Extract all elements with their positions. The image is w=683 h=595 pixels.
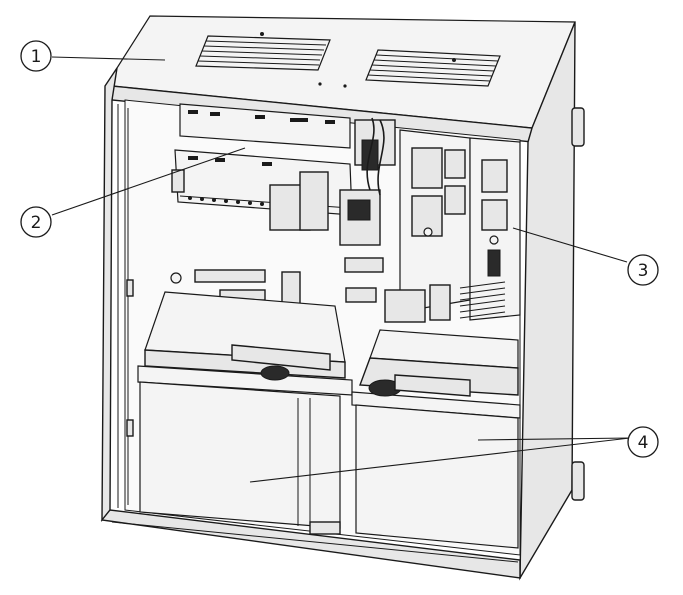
- bottom-lip: [111, 521, 519, 563]
- callout-2-label: 2: [31, 213, 42, 233]
- mounting-bracket: [171, 103, 353, 231]
- battery-rack: [384, 129, 521, 323]
- callout-2: 2: [20, 206, 52, 238]
- battery-left: [137, 291, 353, 529]
- leader-lines: [51, 56, 631, 483]
- vent-grille-left: [195, 35, 331, 71]
- wall-fixtures: [170, 269, 301, 305]
- callout-1: 1: [20, 40, 52, 72]
- callout-4: 4: [627, 426, 659, 458]
- callout-1-label: 1: [31, 47, 42, 67]
- battery-right: [351, 329, 521, 549]
- callout-4-label: 4: [638, 433, 649, 453]
- vent-grille-right: [365, 49, 501, 87]
- callout-3-label: 3: [638, 261, 649, 281]
- center-terminal-block: [339, 117, 396, 303]
- callout-3: 3: [627, 254, 659, 286]
